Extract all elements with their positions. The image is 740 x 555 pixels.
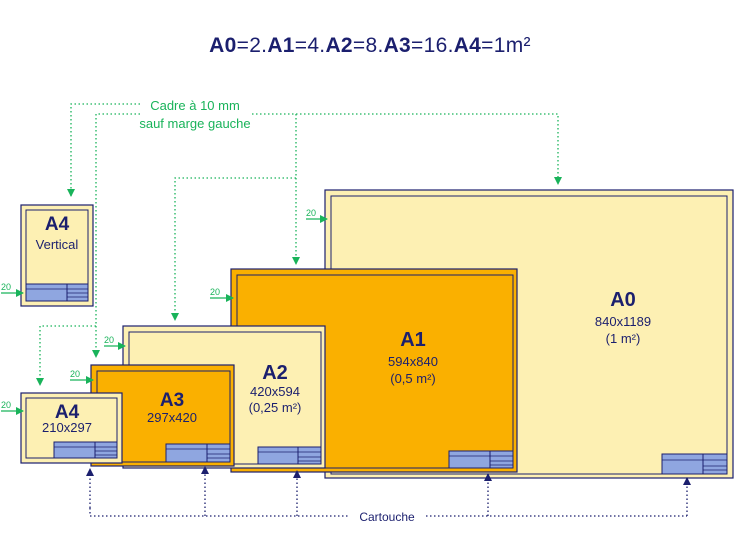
sheet-a0-area: (1 m²)	[606, 331, 641, 346]
leader-a3	[92, 113, 140, 358]
frame-note-line2: sauf marge gauche	[139, 116, 250, 131]
leader-a4v	[67, 103, 140, 197]
formula-a0: A0	[209, 34, 237, 57]
sheet-a4-dims: 210x297	[42, 420, 92, 435]
leader-a0	[252, 113, 562, 185]
frame-note-line1: Cadre à 10 mm	[150, 98, 240, 113]
cartouche-a3	[165, 443, 231, 463]
format-formula: A0=2.A1=4.A2=8.A3=16.A4=1m²	[0, 34, 740, 58]
sheet-a1-dims: 594x840	[388, 354, 438, 369]
leader-a4	[36, 325, 96, 386]
formula-a3: A3	[383, 34, 412, 57]
formula-a1: A1	[267, 34, 295, 57]
cartouche-a1	[448, 450, 514, 469]
sheet-a4-vertical: A4 Vertical	[20, 204, 94, 307]
formula-a2: A2	[325, 34, 353, 57]
cartouche-a4-vertical	[25, 283, 89, 302]
margin-label-a3: 20	[70, 369, 80, 379]
cartouche-a0	[661, 453, 728, 475]
formula-a4: A4	[453, 34, 482, 57]
left-margin-markers: 20 20 20 20 20 20	[1, 208, 328, 415]
margin-label-a1: 20	[210, 287, 220, 297]
sheet-a1-name: A1	[400, 329, 426, 351]
formula-text: =8.	[352, 34, 384, 57]
sheet-a2-name: A2	[262, 362, 288, 384]
cartouche-a2	[257, 446, 322, 465]
sheet-a4: A4 210x297	[20, 392, 123, 464]
sheet-a4-name: A4	[55, 402, 80, 423]
margin-label-a4: 20	[1, 400, 11, 410]
leader-a2	[171, 177, 296, 321]
margin-label-a2: 20	[104, 335, 114, 345]
sheet-a2-dims: 420x594	[250, 384, 300, 399]
cartouche-a4	[53, 441, 118, 459]
cartouche-label: Cartouche	[359, 510, 415, 524]
margin-label-a4v: 20	[1, 282, 11, 292]
sheet-a3-name: A3	[160, 390, 184, 411]
sheet-a0-dims: 840x1189	[595, 314, 651, 329]
formula-text: =1m²	[481, 34, 531, 57]
sheet-a3-dims: 297x420	[147, 410, 197, 425]
sheet-a0-name: A0	[610, 289, 636, 311]
cartouche-leaders: Cartouche	[86, 466, 691, 524]
sheet-a1-area: (0,5 m²)	[390, 371, 436, 386]
sheet-a4v-dims: Vertical	[36, 237, 79, 252]
sheet-a2-area: (0,25 m²)	[249, 400, 302, 415]
formula-text: =2.	[236, 34, 268, 57]
formula-text: =4.	[294, 34, 326, 57]
sheet-a4v-name: A4	[45, 214, 70, 235]
frame-note: Cadre à 10 mm sauf marge gauche	[36, 98, 562, 386]
formula-text: =16.	[411, 34, 454, 57]
margin-label-a0: 20	[306, 208, 316, 218]
